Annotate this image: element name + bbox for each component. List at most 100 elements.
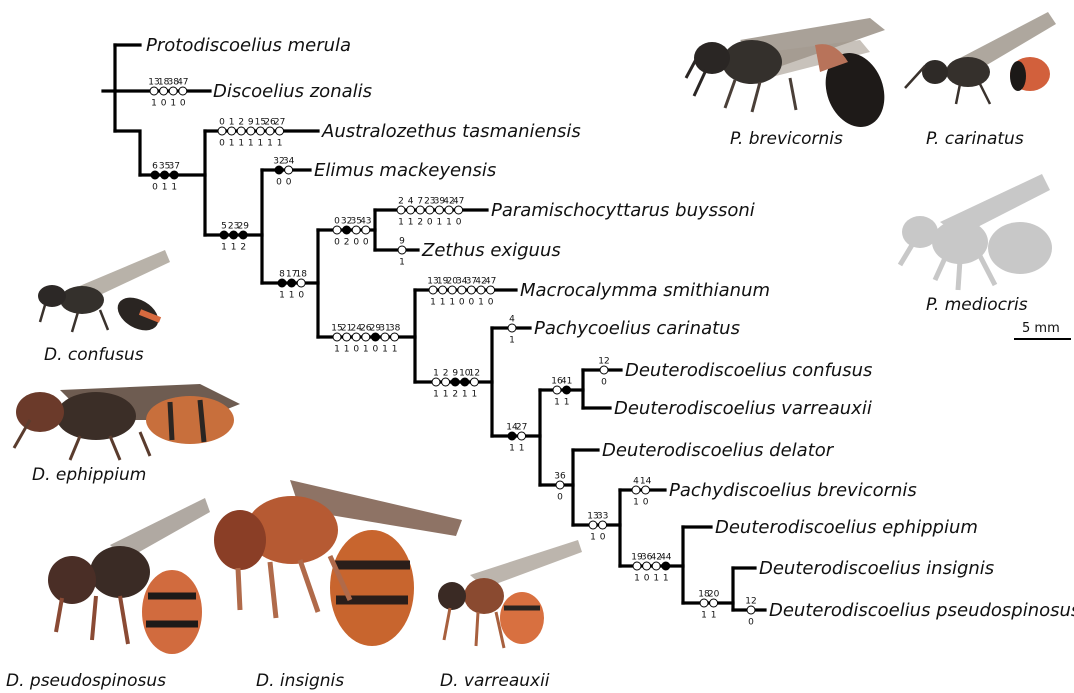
character-state: 1 — [634, 574, 640, 584]
homoplasy-marker — [266, 127, 274, 135]
homoplasy-marker — [160, 87, 168, 95]
character-number: 0 — [219, 118, 225, 128]
taxon-label: Paramischocyttarus buyssoni — [491, 200, 755, 221]
character-state: 1 — [382, 345, 388, 355]
homoplasy-marker — [297, 279, 305, 287]
caption-d-pseudospinosus: D. pseudospinosus — [6, 671, 166, 691]
change-group: 41140 — [632, 477, 652, 508]
homoplasy-marker — [218, 127, 226, 135]
synapomorphy-marker — [275, 166, 283, 174]
homoplasy-marker — [553, 386, 561, 394]
character-number: 9 — [399, 237, 405, 247]
character-state: 1 — [509, 336, 515, 346]
specimen-p-brevicornis-illustration — [686, 18, 894, 135]
homoplasy-marker — [458, 286, 466, 294]
character-number: 44 — [660, 553, 672, 563]
character-state: 1 — [443, 390, 449, 400]
homoplasy-marker — [247, 127, 255, 135]
homoplasy-marker — [455, 206, 463, 214]
character-state: 1 — [440, 298, 446, 308]
character-state: 0 — [373, 345, 379, 355]
taxon-label: Zethus exiguus — [421, 240, 561, 261]
homoplasy-marker — [276, 127, 284, 135]
character-state: 1 — [663, 574, 669, 584]
character-state: 0 — [298, 291, 304, 301]
character-state: 0 — [601, 378, 607, 388]
character-state: 0 — [456, 218, 462, 228]
specimen-d-confusus-illustration — [38, 250, 170, 337]
specimen-p-carinatus-illustration — [905, 12, 1056, 104]
character-number: 4 — [509, 315, 515, 325]
character-state: 0 — [363, 238, 369, 248]
character-state: 1 — [433, 390, 439, 400]
homoplasy-marker — [442, 378, 450, 386]
synapomorphy-marker — [288, 279, 296, 287]
character-number: 41 — [561, 377, 572, 387]
change-group: 120 — [598, 357, 609, 388]
homoplasy-marker — [362, 333, 370, 341]
taxon-label: Deuterodiscoelius delator — [602, 440, 835, 461]
character-state: 1 — [171, 183, 177, 193]
specimen-d-insignis-illustration — [214, 480, 462, 646]
homoplasy-marker — [467, 286, 475, 294]
character-state: 2 — [240, 243, 246, 253]
homoplasy-marker — [432, 378, 440, 386]
character-number: 6 — [152, 162, 158, 172]
character-state: 1 — [392, 345, 398, 355]
character-number: 47 — [453, 197, 464, 207]
synapomorphy-marker — [151, 171, 159, 179]
synapomorphy-marker — [662, 562, 670, 570]
taxon-label: Deuterodiscoelius confusus — [625, 360, 872, 381]
caption-d-insignis: D. insignis — [256, 671, 344, 691]
character-number: 7 — [417, 197, 423, 207]
specimen-d-pseudospinosus-illustration — [48, 498, 210, 654]
homoplasy-marker — [700, 599, 708, 607]
homoplasy-marker — [426, 206, 434, 214]
homoplasy-marker — [237, 127, 245, 135]
character-state: 1 — [437, 218, 443, 228]
character-state: 1 — [279, 291, 285, 301]
character-number: 38 — [389, 324, 401, 334]
character-number: 29 — [237, 222, 249, 232]
character-state: 0 — [353, 238, 359, 248]
scale-bar-label: 5 mm — [1022, 321, 1060, 336]
character-state: 0 — [286, 178, 292, 188]
character-state: 1 — [711, 611, 717, 621]
taxon-label: Deuterodiscoelius insignis — [759, 558, 994, 579]
character-number: 43 — [360, 217, 371, 227]
character-number: 9 — [452, 369, 458, 379]
homoplasy-marker — [381, 333, 389, 341]
character-state: 1 — [334, 345, 340, 355]
change-group: 120 — [745, 597, 756, 628]
homoplasy-marker — [343, 333, 351, 341]
character-state: 1 — [229, 139, 235, 149]
change-group: 112192101121 — [432, 369, 480, 400]
character-number: 14 — [640, 477, 652, 487]
character-number: 1 — [229, 118, 235, 128]
homoplasy-marker — [179, 87, 187, 95]
character-number: 20 — [708, 590, 720, 600]
character-number: 37 — [168, 162, 179, 172]
homoplasy-marker — [518, 432, 526, 440]
homoplasy-marker — [333, 226, 341, 234]
character-state: 1 — [267, 139, 273, 149]
character-state: 1 — [701, 611, 707, 621]
homoplasy-marker — [228, 127, 236, 135]
homoplasy-marker — [477, 286, 485, 294]
caption-d-ephippium: D. ephippium — [32, 465, 146, 485]
homoplasy-marker — [362, 226, 370, 234]
character-state: 1 — [289, 291, 295, 301]
character-state: 1 — [633, 498, 639, 508]
character-state: 0 — [643, 498, 649, 508]
character-state: 1 — [363, 345, 369, 355]
homoplasy-marker — [632, 486, 640, 494]
character-state: 1 — [590, 533, 596, 543]
synapomorphy-marker — [161, 171, 169, 179]
character-number: 12 — [745, 597, 756, 607]
specimen-d-varreauxii-illustration — [438, 540, 582, 648]
